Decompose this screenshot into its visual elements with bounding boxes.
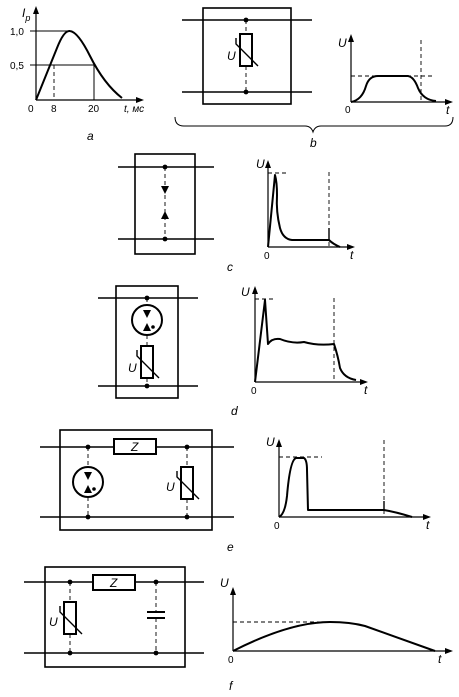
panel-f-impedance-label: Z: [109, 576, 118, 590]
panel-d-y-label: U: [241, 285, 250, 299]
panel-a-y-tick-1: 1,0: [10, 27, 24, 38]
panel-a-x-arrow: [136, 97, 144, 103]
panel-d-origin: 0: [251, 386, 257, 397]
panel-b-caption: b: [310, 136, 317, 150]
panel-e-caption: e: [227, 540, 234, 554]
panel-a-x-label: t, мс: [124, 104, 144, 115]
panel-f-y-label: U: [220, 576, 229, 590]
panel-b-varistor-slash: [235, 38, 259, 67]
panel-b-varistor-label: U: [227, 49, 236, 63]
panel-f-impedance: [92, 574, 136, 591]
panel-f-varistor-slash: [59, 606, 83, 635]
panel-b-y-label: U: [338, 36, 347, 50]
panel-e-impedance-label: Z: [130, 440, 139, 454]
panel-d-varistor-slash: [136, 350, 160, 379]
panel-f-y-arrow: [230, 587, 236, 595]
panel-e-varistor-label: U: [166, 480, 175, 494]
panel-e-node-bottom-left: [85, 514, 91, 520]
panel-a-x-tick-20: 20: [88, 104, 100, 115]
panel-c-y-arrow: [265, 160, 271, 168]
panel-a: Ip 1,0 0,5 0 8 20 t, мс a: [10, 6, 144, 143]
panel-d-caption: d: [231, 404, 238, 418]
panel-a-y-label: Ip: [22, 6, 30, 23]
panel-c: U 0 t c: [118, 153, 355, 274]
panel-c-x-arrow: [347, 244, 355, 250]
panel-f-varistor-label: U: [49, 615, 58, 629]
panel-d-x-label: t: [364, 383, 368, 397]
panel-d-tube-electrode-up: [143, 323, 151, 331]
panel-b-varistor: [239, 33, 253, 67]
panel-e-varistor-slash: [176, 471, 200, 500]
panel-a-y-tick-05: 0,5: [10, 61, 24, 72]
panel-a-caption: a: [87, 129, 94, 143]
panel-b: U U 0 t b: [174, 7, 454, 150]
panel-e: Z U U 0 t e: [40, 429, 431, 554]
panel-c-electrode-up: [161, 211, 169, 219]
panel-f-node-bottom-left: [67, 650, 73, 656]
panel-e-x-label: t: [426, 518, 430, 532]
panel-f-caption: f: [229, 679, 234, 693]
panel-e-impedance: [113, 438, 157, 455]
panel-a-pulse-curve: [35, 29, 123, 101]
panel-e-tube-electrode-down: [84, 472, 92, 480]
panel-e-tube-gas-dot: [92, 487, 96, 491]
panel-b-x-arrow: [445, 99, 453, 105]
panel-c-origin: 0: [264, 251, 270, 262]
panel-d-y-arrow: [252, 286, 258, 294]
panel-d-tube-electrode-down: [143, 310, 151, 318]
panel-a-x-tick-8: 8: [51, 104, 57, 115]
panel-b-brace: [174, 116, 454, 134]
panel-e-x-arrow: [423, 514, 431, 520]
panel-b-y-arrow: [348, 34, 354, 42]
panel-d-x-arrow: [360, 379, 368, 385]
panel-d-varistor-label: U: [128, 361, 137, 375]
panel-a-y-arrow: [33, 6, 39, 14]
panel-a-x-tick-0: 0: [28, 104, 34, 115]
panel-c-voltage-curve: [267, 174, 341, 248]
panel-f: Z U U 0 t f: [24, 566, 453, 693]
panel-f-x-label: t: [438, 652, 442, 666]
panel-e-y-label: U: [266, 435, 275, 449]
panel-b-x-label: t: [446, 103, 450, 117]
panel-c-caption: c: [227, 260, 233, 274]
panel-c-electrode-down: [161, 186, 169, 194]
panel-b-voltage-curve: [350, 75, 437, 103]
panel-d: U U 0 t d: [98, 285, 368, 418]
panel-b-node-bottom: [243, 89, 249, 95]
panel-e-tube-electrode-up: [84, 485, 92, 493]
panel-f-origin: 0: [228, 655, 234, 666]
panel-e-y-arrow: [276, 439, 282, 447]
panel-b-origin: 0: [345, 105, 351, 116]
panel-c-x-label: t: [350, 248, 354, 262]
panel-f-node-bottom-right: [153, 650, 159, 656]
panel-f-voltage-curve: [232, 621, 436, 652]
panel-c-y-label: U: [256, 157, 265, 171]
panel-d-voltage-curve: [254, 299, 357, 383]
panel-e-origin: 0: [274, 521, 280, 532]
panel-e-voltage-curve: [278, 457, 413, 518]
panel-f-x-arrow: [445, 648, 453, 654]
panel-d-tube-gas-dot: [151, 325, 155, 329]
